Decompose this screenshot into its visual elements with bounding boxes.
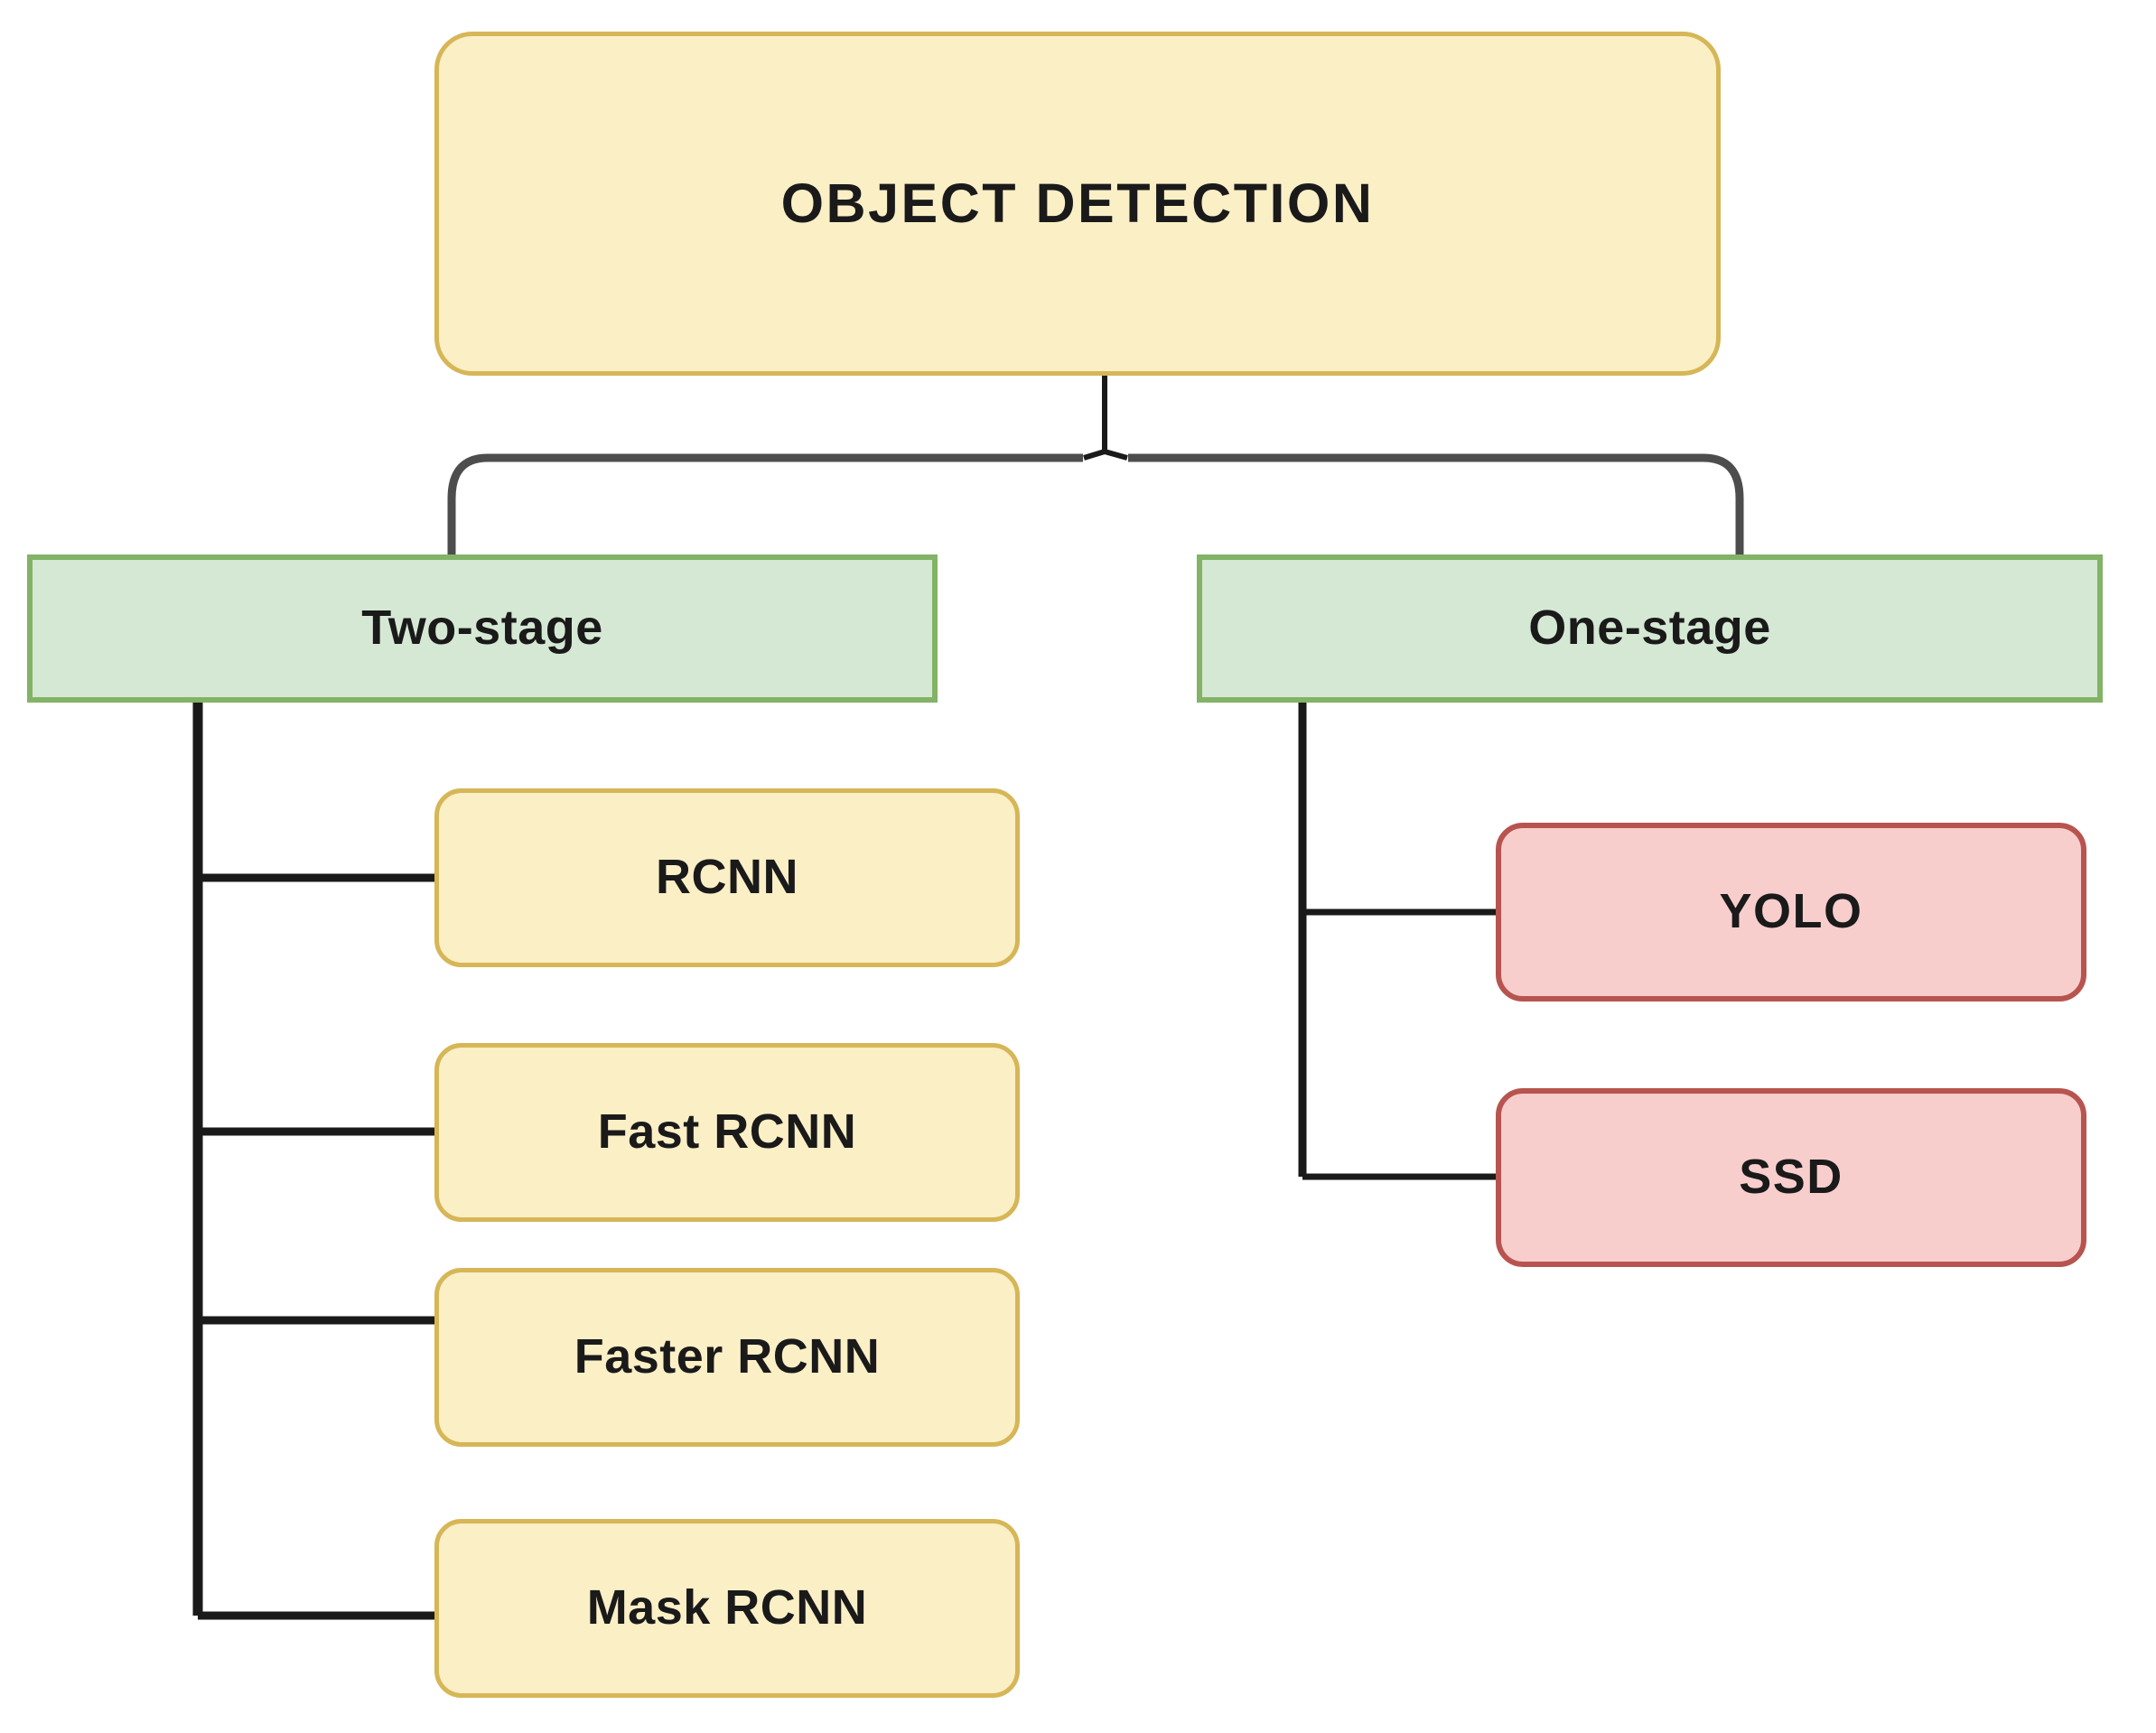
- node-object-detection[interactable]: OBJECT DETECTION: [434, 32, 1721, 376]
- node-faster-rcnn[interactable]: Faster RCNN: [434, 1268, 1020, 1447]
- node-yolo[interactable]: YOLO: [1496, 823, 2086, 1002]
- connector-root-split-right: [1104, 449, 1128, 461]
- node-fast-rcnn[interactable]: Fast RCNN: [434, 1043, 1020, 1222]
- node-rcnn[interactable]: RCNN: [434, 788, 1020, 967]
- node-ssd[interactable]: SSD: [1496, 1088, 2086, 1267]
- node-mask-rcnn[interactable]: Mask RCNN: [434, 1519, 1020, 1698]
- node-two-stage[interactable]: Two-stage: [27, 554, 938, 703]
- connector-root-split-left: [1083, 449, 1106, 461]
- connector-root-to-two-stage: [447, 453, 1083, 554]
- connector-root-to-one-stage: [1128, 453, 1744, 554]
- node-one-stage[interactable]: One-stage: [1197, 554, 2103, 703]
